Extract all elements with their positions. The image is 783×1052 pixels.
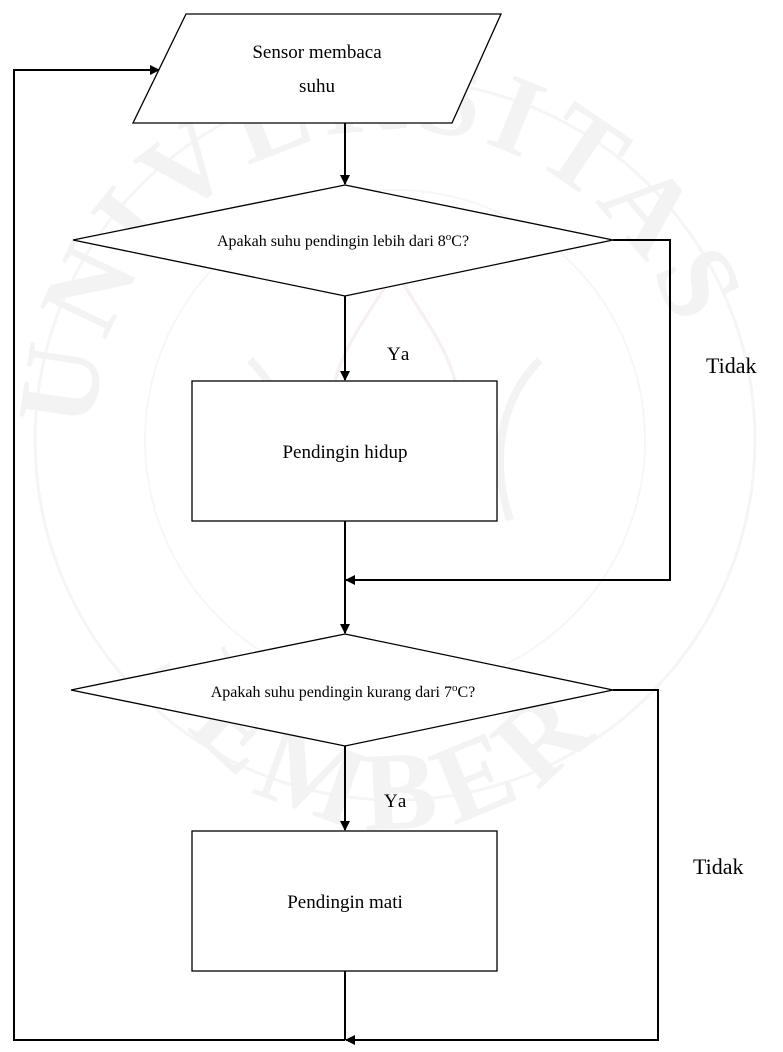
arrow-decision2-no [345, 689, 659, 1045]
process2-label: Pendingin mati [287, 892, 403, 913]
input-parallelogram [131, 13, 503, 124]
label-yes-1: Ya [387, 344, 412, 365]
decision1-label-sup: o [446, 231, 452, 243]
process1-box [191, 380, 498, 522]
label-yes-2: Ya [384, 791, 409, 812]
decision1-label: Apakah suhu pendingin lebih dari 8oC? [217, 231, 469, 250]
label-no-1: Tidak [706, 353, 757, 378]
decision1-label-prefix: Apakah suhu pendingin lebih dari 8 [217, 233, 446, 250]
loop-back-arrow [13, 65, 345, 1041]
input-label-line1: Sensor membaca [252, 42, 382, 63]
process2-box [191, 830, 498, 972]
process1-label: Pendingin hidup [282, 442, 407, 463]
decision2-label: Apakah suhu pendingin kurang dari 7oC? [211, 682, 476, 701]
arrow-decision1-no [345, 239, 671, 585]
decision2-label-prefix: Apakah suhu pendingin kurang dari 7 [211, 684, 452, 701]
input-label-line2: suhu [299, 76, 335, 97]
decision2-label-sup: o [452, 682, 458, 694]
decision1-label-suffix: C? [451, 233, 469, 250]
decision2-label-suffix: C? [458, 684, 476, 701]
label-no-2: Tidak [693, 854, 744, 879]
